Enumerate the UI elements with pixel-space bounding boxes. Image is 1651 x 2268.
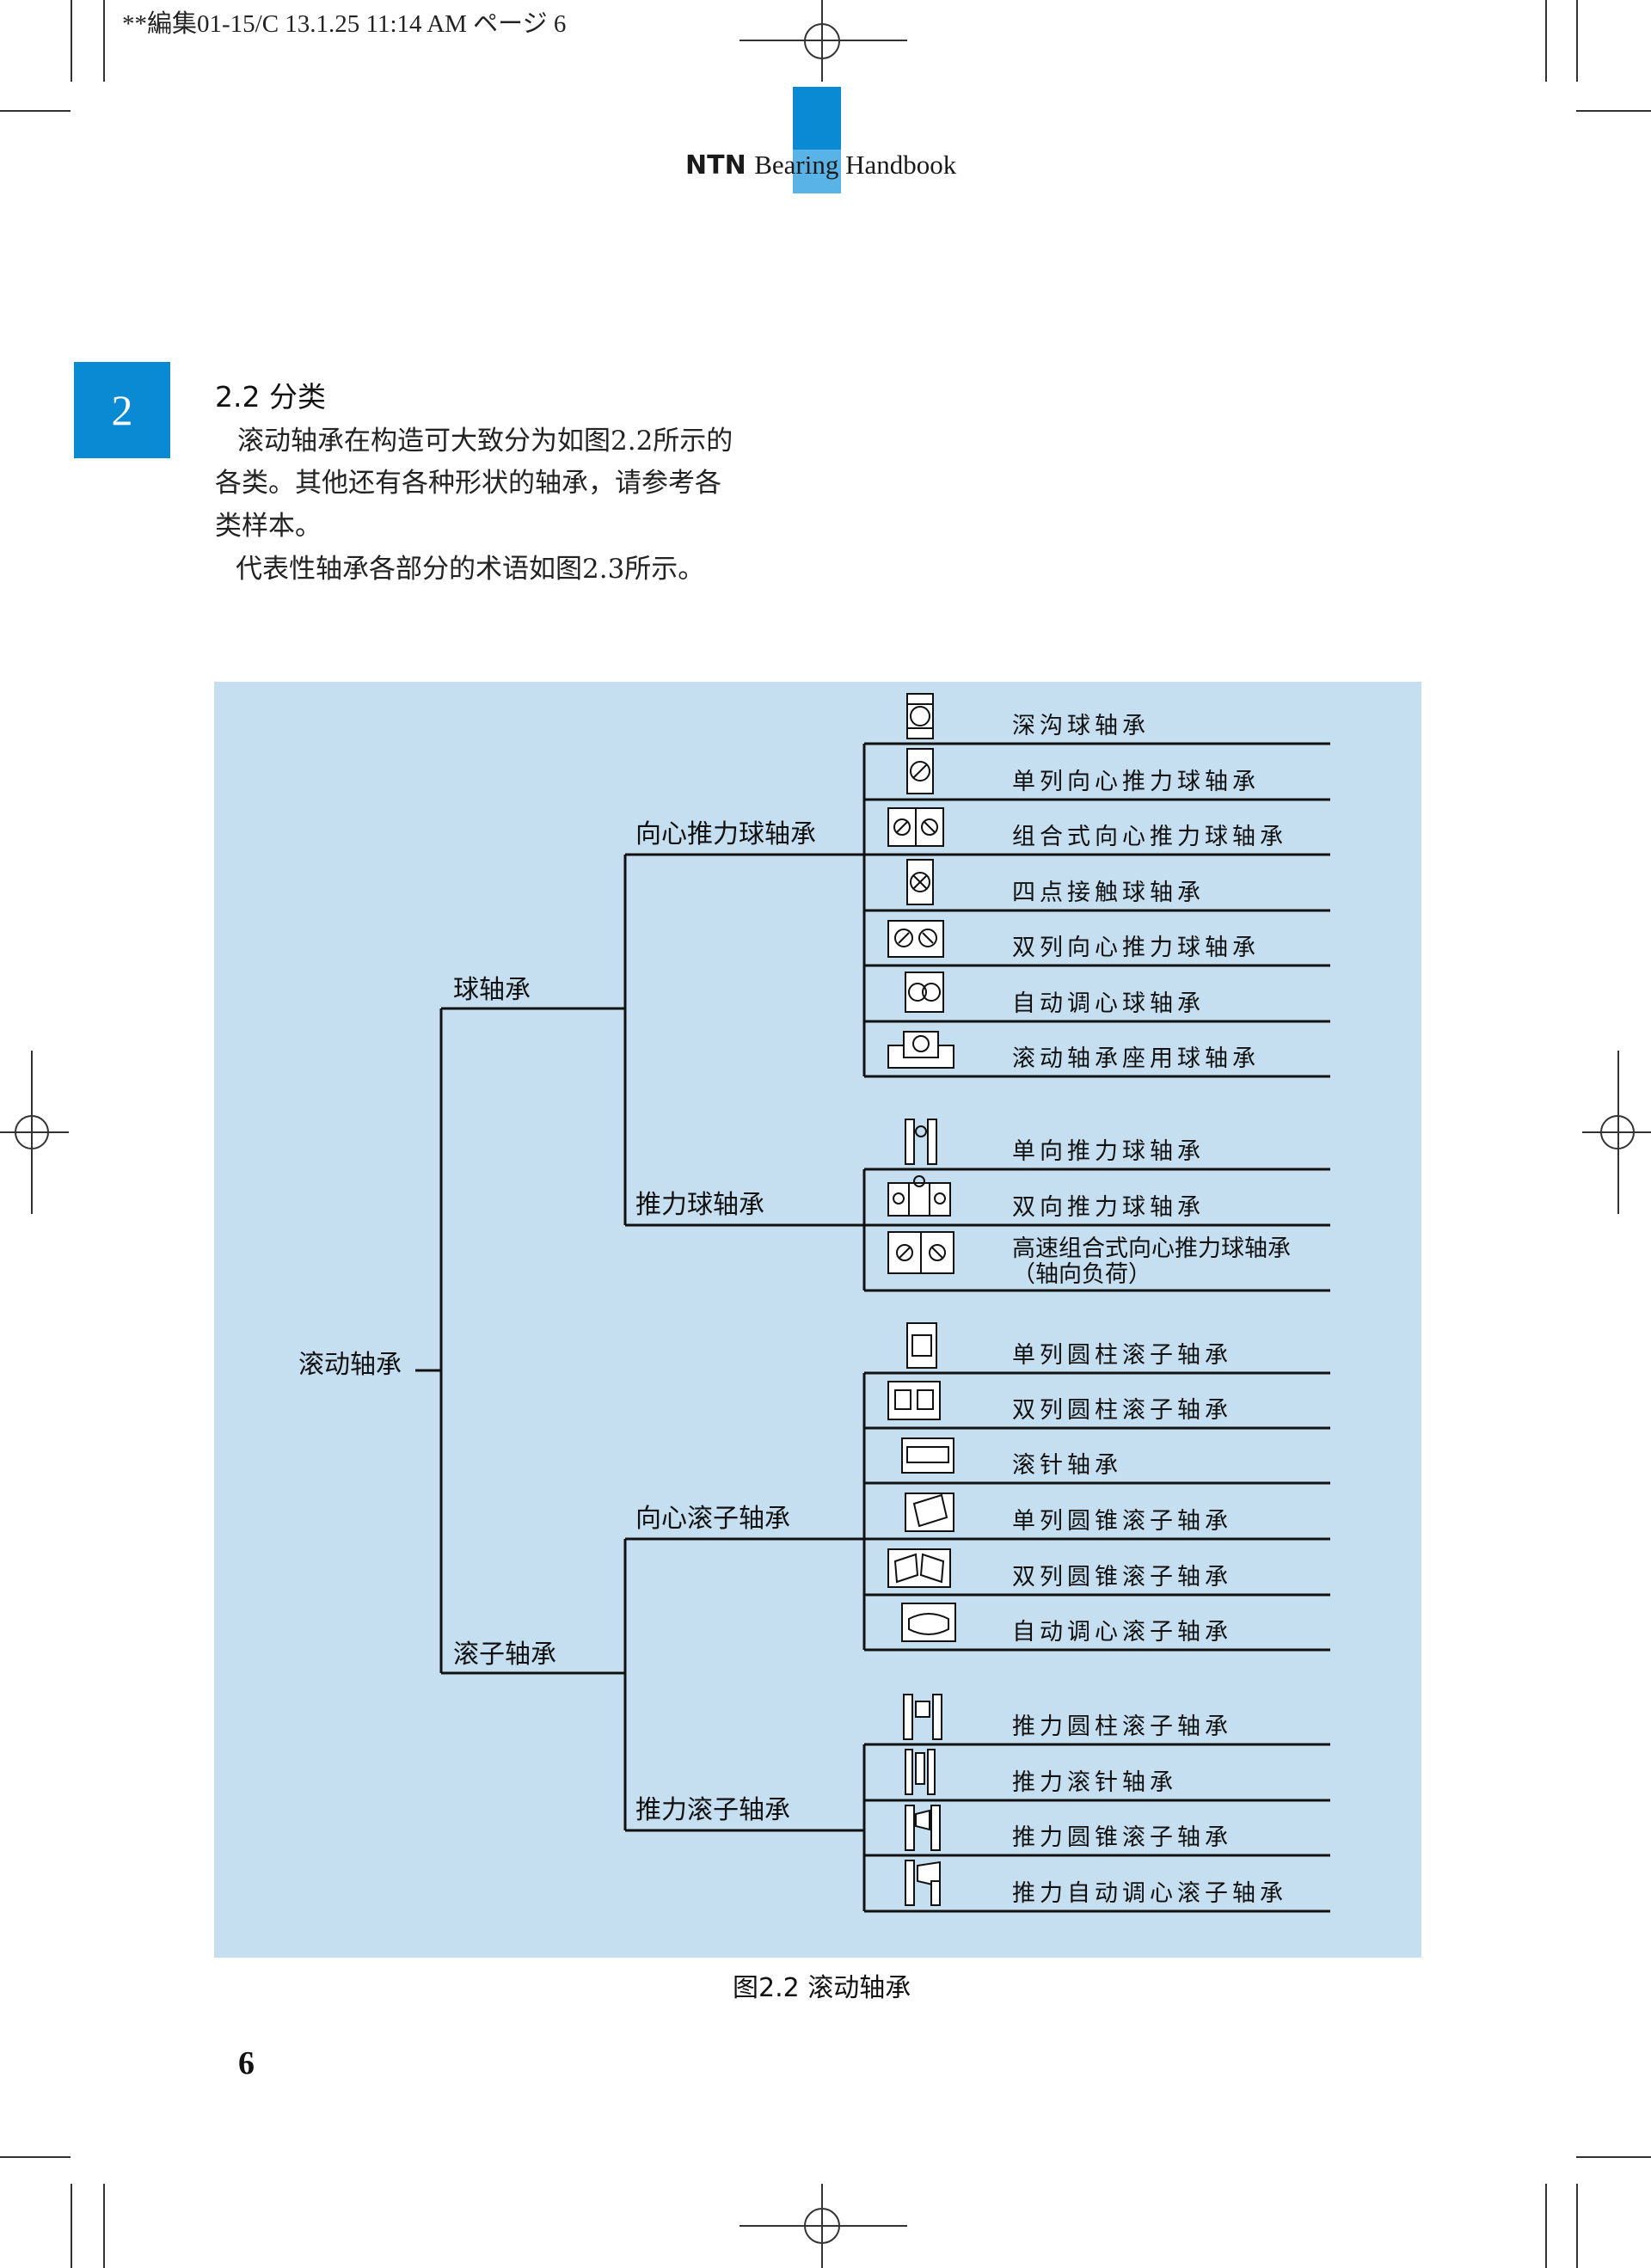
high-speed-duplex-angular-icon xyxy=(887,1231,954,1274)
single-row-tapered-roller-icon xyxy=(905,1493,954,1532)
chapter-tab: 2 xyxy=(74,362,170,458)
tree-group-label-0: 向心推力球轴承 xyxy=(635,819,816,849)
crop-mark-top-center-h xyxy=(740,40,907,41)
tree-leaf-label-2-0: 单列圆柱滚子轴承 xyxy=(1012,1342,1232,1369)
crop-mark-top-right-v xyxy=(1545,0,1547,82)
tree-leaf-label-0-4: 双列向心推力球轴承 xyxy=(1012,935,1260,961)
double-direction-thrust-ball-icon xyxy=(887,1175,951,1217)
page-number: 6 xyxy=(238,2045,255,2081)
bearing-unit-ball-bearing-icon xyxy=(887,1031,954,1069)
registration-mark-bottom xyxy=(804,2208,840,2244)
crop-mark-bottom-right-v2 xyxy=(1576,2184,1578,2268)
running-head-tab xyxy=(793,87,841,150)
double-row-cylindrical-roller-icon xyxy=(887,1381,941,1420)
crop-mark-top-right-v2 xyxy=(1576,0,1578,82)
thrust-spherical-roller-icon xyxy=(905,1860,941,1906)
tree-leaf-label-3-3: 推力自动调心滚子轴承 xyxy=(1012,1880,1287,1907)
four-point-contact-icon xyxy=(906,859,934,905)
crop-mark-bottom-center-v xyxy=(821,2184,823,2268)
registration-mark-left xyxy=(15,1115,49,1149)
deep-groove-ball-bearing-icon xyxy=(906,693,934,739)
section-heading: 2.2 分类 xyxy=(215,380,326,414)
running-head-tab-light xyxy=(793,150,841,193)
crop-mark-bottom-right-h xyxy=(1576,2156,1651,2158)
crop-mark-top-center-v xyxy=(821,0,823,82)
crop-mark-bottom-left-v xyxy=(71,2184,72,2268)
tree-leaf-label-2-1: 双列圆柱滚子轴承 xyxy=(1012,1397,1232,1424)
crop-mark-bottom-left-v2 xyxy=(103,2184,105,2268)
running-head-brand: NTN xyxy=(685,150,746,181)
crop-mark-bottom-right-v xyxy=(1545,2184,1547,2268)
tree-group-label-1: 推力球轴承 xyxy=(635,1190,764,1220)
tree-leaf-label-0-3: 四点接触球轴承 xyxy=(1012,880,1205,906)
body-line-1: 滚动轴承在构造可大致分为如图2.2所示的 xyxy=(237,426,733,457)
crop-mark-bottom-left-h xyxy=(0,2156,71,2158)
bearing-classification-tree: 滚动轴承 球轴承 向心推力球轴承 深沟球轴承单列向心推力球轴承组合式向心推力球轴承四点… xyxy=(298,693,1330,1913)
tree-group-label-3: 推力滚子轴承 xyxy=(635,1795,790,1825)
tree-leaf-label-2-3: 单列圆锥滚子轴承 xyxy=(1012,1508,1232,1535)
tree-leaf-label-0-0: 深沟球轴承 xyxy=(1012,713,1150,739)
tree-leaf-label-2-5: 自动调心滚子轴承 xyxy=(1012,1619,1232,1646)
crop-mark-top-right-h xyxy=(1576,110,1651,112)
crop-mark-left-mid-h xyxy=(0,1131,69,1133)
double-row-tapered-roller-icon xyxy=(887,1548,951,1588)
tree-leaf-label-1-1: 双向推力球轴承 xyxy=(1012,1194,1205,1221)
tree-root-label: 滚动轴承 xyxy=(298,1350,402,1380)
tree-leaf-label-3-0: 推力圆柱滚子轴承 xyxy=(1012,1713,1232,1740)
body-line-4: 代表性轴承各部分的术语如图2.3所示。 xyxy=(236,554,705,585)
single-row-cylindrical-roller-icon xyxy=(906,1322,937,1369)
tree-leaf-label-0-6: 滚动轴承座用球轴承 xyxy=(1012,1045,1260,1072)
crop-mark-top-left-v xyxy=(103,0,105,82)
registration-mark-right xyxy=(1600,1115,1635,1149)
tree-leaf-label-0-5: 自动调心球轴承 xyxy=(1012,990,1205,1017)
body-line-2: 各类。其他还有各种形状的轴承，请参考各 xyxy=(215,468,721,499)
tree-leaf-label-0-2: 组合式向心推力球轴承 xyxy=(1012,824,1287,850)
tree-leaf-label-0-1: 单列向心推力球轴承 xyxy=(1012,769,1260,795)
registration-mark-top xyxy=(804,23,840,59)
body-line-3: 类样本。 xyxy=(215,511,322,542)
print-header: **編集01-15/C 13.1.25 11:14 AM ページ 6 xyxy=(122,10,567,38)
tree-leaf-label-2-4: 双列圆锥滚子轴承 xyxy=(1012,1564,1232,1591)
tree-leaf-label-1-0: 单向推力球轴承 xyxy=(1012,1138,1205,1165)
running-head: NTN Bearing Handbook xyxy=(685,148,956,182)
tree-branch-label-1: 滚子轴承 xyxy=(453,1640,556,1670)
double-row-angular-contact-icon xyxy=(887,920,944,958)
tree-leaf-label-2-2: 滚针轴承 xyxy=(1012,1452,1122,1479)
tree-leaf-label-3-1: 推力滚针轴承 xyxy=(1012,1769,1177,1796)
crop-mark-top-left-v2 xyxy=(71,0,72,82)
running-head-subtitle: Bearing Handbook xyxy=(754,150,957,180)
tree-leaf-label-1-2: 高速组合式向心推力球轴承 xyxy=(1012,1235,1291,1262)
figure-caption: 图2.2 滚动轴承 xyxy=(733,1973,911,2003)
spherical-roller-bearing-icon xyxy=(901,1603,956,1642)
crop-mark-right-mid-h xyxy=(1582,1131,1651,1133)
tree-leaf-sublabel-1-2: （轴向负荷） xyxy=(1012,1261,1151,1288)
thrust-tapered-roller-icon xyxy=(905,1805,941,1851)
crop-mark-top-left-h xyxy=(0,110,71,112)
thrust-cylindrical-roller-icon xyxy=(903,1694,942,1740)
tree-leaf-label-3-2: 推力圆锥滚子轴承 xyxy=(1012,1824,1232,1851)
crop-mark-bottom-center-h xyxy=(740,2225,907,2227)
thrust-needle-roller-icon xyxy=(905,1749,936,1795)
self-aligning-ball-bearing-icon xyxy=(905,972,944,1013)
single-row-angular-contact-icon xyxy=(906,748,934,794)
duplex-angular-contact-icon xyxy=(887,807,944,847)
tree-group-label-2: 向心滚子轴承 xyxy=(635,1504,790,1534)
tree-branch-label-0: 球轴承 xyxy=(453,975,531,1005)
needle-roller-bearing-icon xyxy=(901,1437,954,1474)
single-direction-thrust-ball-icon xyxy=(905,1119,937,1165)
